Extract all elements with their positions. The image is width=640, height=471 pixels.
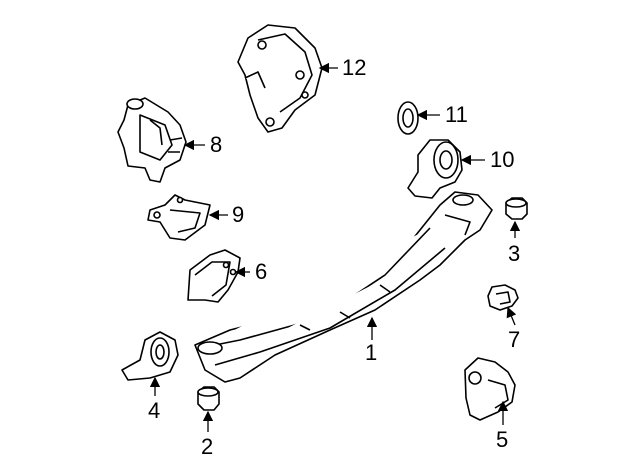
- callout-3: 3: [508, 241, 521, 266]
- side-mount-part-5: [464, 357, 516, 421]
- bracket-part-9: [147, 194, 211, 241]
- upper-bracket-part-12: [237, 24, 323, 133]
- clip-part-7: [487, 284, 519, 311]
- callout-5: 5: [496, 427, 509, 452]
- callout-11: 11: [445, 102, 468, 127]
- callout-2: 2: [201, 434, 214, 459]
- callout-1: 1: [365, 340, 378, 365]
- callout-4: 4: [148, 398, 161, 423]
- leader-lines: [149, 62, 521, 432]
- callout-12: 12: [342, 55, 367, 80]
- washer-part-11: [397, 101, 419, 135]
- nut-part-3: [505, 197, 528, 220]
- callout-9: 9: [232, 202, 245, 227]
- small-mount-part-4: [121, 331, 179, 381]
- callout-6: 6: [255, 259, 268, 284]
- callout-8: 8: [210, 132, 223, 157]
- crossmember-part-1: [194, 191, 493, 383]
- leader-line-7: [506, 306, 517, 326]
- callout-7: 7: [508, 327, 521, 352]
- nut-part-2: [197, 386, 220, 411]
- callout-10: 10: [490, 147, 515, 172]
- engine-mount-part-8: [117, 97, 187, 183]
- rear-mount-part-10: [407, 139, 463, 199]
- bracket-part-6: [187, 249, 241, 303]
